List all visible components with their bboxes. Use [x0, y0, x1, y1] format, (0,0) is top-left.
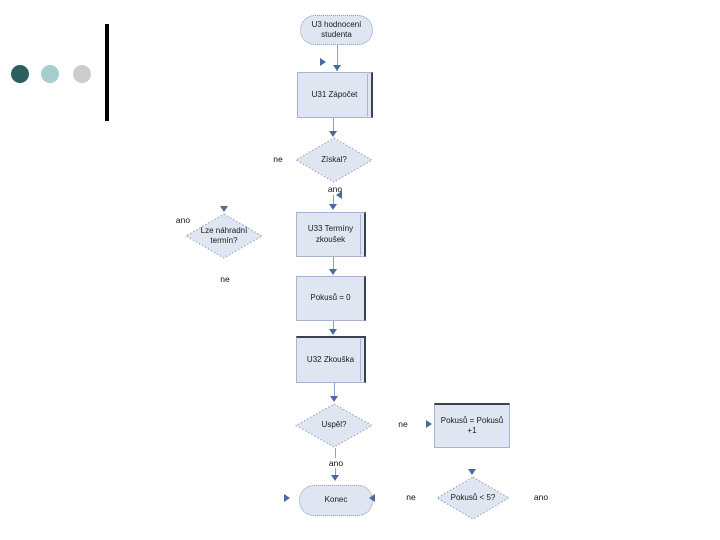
edge-label-ziskal-ano: ano: [321, 184, 349, 194]
edge-label-pokusu-limit-ano: ano: [526, 492, 556, 502]
arrowhead-into-konec-right: [369, 494, 375, 502]
edge-label-konec-ne: ne: [397, 492, 425, 502]
edge-label-uspel-ne: ne: [389, 419, 417, 429]
node-start-terminator: U3 hodnocení studenta: [300, 15, 373, 45]
node-pokusu-nula-label: Pokusů = 0: [310, 293, 351, 303]
node-u32-zkouska: U32 Zkouška: [296, 336, 366, 383]
node-uspel-label: Uspěl?: [321, 420, 347, 430]
gray-dot: [73, 65, 91, 83]
arrowhead-into-u32: [329, 329, 337, 335]
arrowhead-into-konec-left: [284, 494, 290, 502]
arrowhead-into-uspel: [330, 396, 338, 402]
node-konec-terminator: Konec: [299, 485, 373, 516]
node-increment: Pokusů = Pokusů +1: [434, 403, 510, 448]
light-teal-dot: [41, 65, 59, 83]
predefined-process-line: [360, 339, 361, 381]
node-u33-label: U33 Termíny zkoušek: [307, 224, 354, 244]
connector-u33-pokusu0: [333, 257, 334, 270]
edge-label-ziskal-ne: ne: [264, 154, 292, 164]
arrowhead-into-increment: [426, 420, 432, 428]
node-nahradni-decision: Lze náhradní termín?: [185, 213, 263, 259]
node-ziskal-decision: Získal?: [295, 137, 373, 183]
predefined-process-line: [367, 74, 368, 116]
node-pokusu-nula: Pokusů = 0: [296, 276, 366, 321]
node-u31-label: U31 Zápočet: [311, 89, 358, 99]
arrowhead-into-u31: [333, 65, 341, 71]
connector-ziskal-u33: [333, 195, 334, 206]
node-uspel-decision: Uspěl?: [294, 403, 374, 448]
decision-diamond: [185, 213, 263, 259]
edge-label-uspel-ano: ano: [321, 458, 351, 468]
arrowhead-into-konec-top: [331, 475, 339, 481]
arrowhead-into-ziskal: [329, 131, 337, 137]
node-increment-label: Pokusů = Pokusů +1: [440, 415, 504, 435]
edge-label-nahradni-ne: ne: [211, 274, 239, 284]
node-konec-label: Konec: [324, 495, 348, 505]
vertical-divider: [105, 24, 109, 121]
decision-diamond: [295, 137, 373, 183]
arrowhead-into-nahradni: [220, 206, 228, 212]
dark-teal-dot: [11, 65, 29, 83]
connector-u32-uspel: [334, 383, 335, 397]
edge-label-nahradni-ano: ano: [168, 215, 198, 225]
node-nahradni-label: Lze náhradní termín?: [200, 225, 248, 245]
decision-diamond: [294, 403, 374, 448]
connector-u31-ziskal: [333, 118, 334, 132]
node-pokusu-limit-label: Pokusů < 5?: [450, 492, 496, 502]
node-u31-zapocet: U31 Zápočet: [297, 72, 373, 118]
arrowhead-merge-into-u33-line: [336, 191, 342, 199]
node-u33-terminy: U33 Termíny zkoušek: [296, 212, 366, 257]
arrowhead-into-pokusu0: [329, 269, 337, 275]
arrowhead-merge-into-u31: [320, 58, 326, 66]
arrowhead-into-u33: [329, 204, 337, 210]
node-start-label: U3 hodnocení studenta: [311, 19, 362, 39]
connector-pokusu0-u32: [333, 321, 334, 330]
node-ziskal-label: Získal?: [321, 154, 347, 164]
connector-start-u31: [337, 45, 338, 71]
node-u32-label: U32 Zkouška: [306, 354, 355, 364]
decision-diamond: [436, 476, 510, 520]
node-pokusu-limit-decision: Pokusů < 5?: [436, 476, 510, 520]
predefined-process-line: [360, 214, 361, 255]
arrowhead-into-pokusu-limit: [468, 469, 476, 475]
